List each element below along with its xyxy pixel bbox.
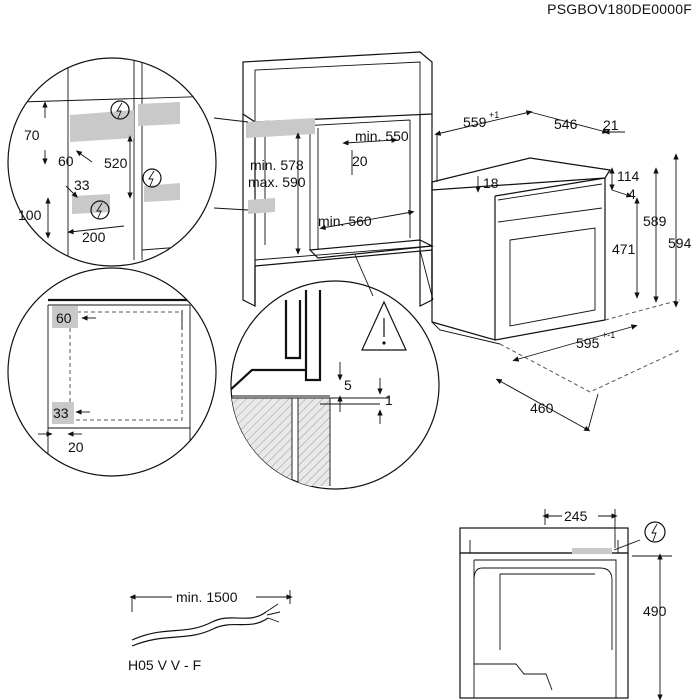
high-voltage-icon [644,521,666,543]
dim-20-top: 20 [352,153,368,169]
dim-595-tolerance: +-1 [602,330,615,340]
dim-max-590: max. 590 [248,174,306,190]
dim-20-middle: 20 [68,439,84,455]
cabinet-drawing [242,51,435,307]
dim-60-middle: 60 [56,310,72,326]
dim-589: 589 [643,213,667,229]
high-voltage-icon [142,168,162,188]
dim-595: 595 [576,335,600,351]
callout-connector-bottom [354,249,434,301]
high-voltage-icon [110,100,130,120]
dim-1: 1 [385,392,393,408]
callout-connector-top [213,117,249,211]
oven-drawing [431,110,681,432]
cable-type: H05 V V - F [128,657,201,673]
dim-460: 460 [530,400,554,416]
detail-circle-middle-left [7,267,217,477]
dim-5: 5 [344,377,352,393]
dim-min-550: min. 550 [355,128,409,144]
dim-33-middle: 33 [53,405,69,421]
warning-triangle-icon [361,300,407,351]
dim-4: 4 [628,186,636,202]
dim-594: 594 [668,235,692,251]
front-view-drawing [459,509,672,700]
dim-490: 490 [643,603,667,619]
cable-drawing [129,590,293,647]
dim-471: 471 [612,241,636,257]
dim-70: 70 [24,127,40,143]
dim-559: 559 [463,114,487,130]
dim-559-tolerance: +1 [489,110,499,120]
model-code: PSGBOV180DE0000F [547,1,692,17]
dim-114: 114 [617,168,640,184]
dim-546: 546 [554,116,578,132]
dim-100: 100 [18,207,42,223]
dim-min-560: min. 560 [318,213,372,229]
dim-18: 18 [483,175,499,191]
dim-33-top: 33 [74,177,90,193]
dim-245: 245 [564,508,588,524]
dim-21: 21 [603,117,619,133]
dim-60-top: 60 [58,153,74,169]
detail-circle-middle-center [230,280,440,490]
dim-200: 200 [82,229,106,245]
high-voltage-icon [90,200,110,220]
dim-min-1500: min. 1500 [176,589,238,605]
dim-min-578: min. 578 [250,157,304,173]
dim-520: 520 [104,155,128,171]
